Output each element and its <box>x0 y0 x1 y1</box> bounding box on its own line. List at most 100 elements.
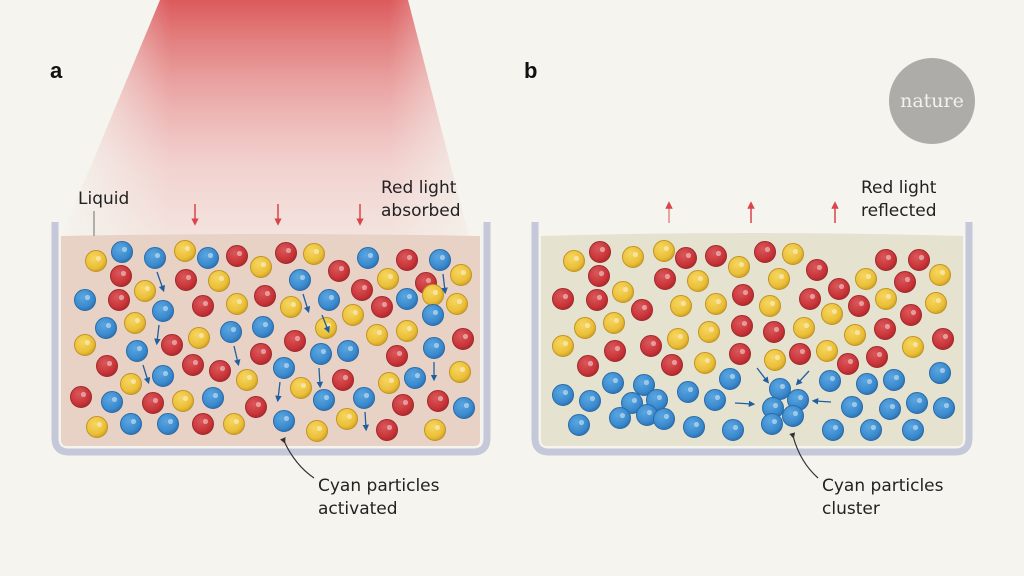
motion-arrow-icon <box>142 364 151 385</box>
cyan-particle <box>653 408 675 430</box>
red-particle <box>427 390 449 412</box>
yellow-particle <box>424 419 446 441</box>
liquid-label: Liquid <box>78 189 129 209</box>
yellow-particle <box>705 293 727 315</box>
motion-arrow-icon <box>756 367 769 384</box>
cyan-particle <box>719 368 741 390</box>
red-particle <box>328 260 350 282</box>
cyan-particle <box>933 397 955 419</box>
yellow-particle <box>134 280 156 302</box>
cyan-particle <box>422 304 444 326</box>
yellow-particle <box>764 349 786 371</box>
red-particle <box>110 265 132 287</box>
yellow-particle <box>622 246 644 268</box>
red-particle <box>371 296 393 318</box>
red-particle <box>654 268 676 290</box>
red-light-absorbed-label-line2: absorbed <box>381 201 461 221</box>
yellow-particle <box>315 317 337 339</box>
cyan-particle <box>429 249 451 271</box>
red-particle <box>175 269 197 291</box>
logo-circle <box>889 58 975 144</box>
red-particle <box>754 241 776 263</box>
yellow-particle <box>925 292 947 314</box>
panel-b-particles <box>552 240 955 441</box>
red-particle <box>932 328 954 350</box>
cyan-particle <box>453 397 475 419</box>
motion-arrow-icon <box>362 411 370 432</box>
red-particle <box>588 265 610 287</box>
red-particle <box>142 392 164 414</box>
red-particle <box>640 335 662 357</box>
cyan-particle <box>677 381 699 403</box>
red-particle <box>392 394 414 416</box>
motion-arrow-icon <box>316 367 324 389</box>
motion-arrow-icon <box>156 271 165 293</box>
red-particle <box>732 284 754 306</box>
red-particle <box>96 355 118 377</box>
red-particle <box>586 289 608 311</box>
cyan-activated-label-line2: activated <box>318 499 398 519</box>
cyan-particle <box>704 389 726 411</box>
red-particle <box>182 354 204 376</box>
panel-a-letter: a <box>50 58 63 83</box>
cyan-particle <box>310 343 332 365</box>
red-particle <box>351 279 373 301</box>
yellow-particle <box>124 312 146 334</box>
yellow-particle <box>667 328 689 350</box>
red-particle <box>386 345 408 367</box>
red-particle <box>192 413 214 435</box>
yellow-particle <box>306 420 328 442</box>
panel-b-container <box>531 222 973 456</box>
cyan-cluster-label-line1: Cyan particles <box>822 476 944 496</box>
yellow-particle <box>290 377 312 399</box>
yellow-particle <box>74 334 96 356</box>
yellow-particle <box>816 340 838 362</box>
cyan-particle <box>621 392 643 414</box>
cyan-particle <box>220 321 242 343</box>
cyan-particle <box>902 419 924 441</box>
yellow-particle <box>226 293 248 315</box>
yellow-particle <box>902 336 924 358</box>
motion-arrow-icon <box>811 397 832 405</box>
red-particle <box>332 369 354 391</box>
cyan-particle <box>423 337 445 359</box>
motion-arrow-icon <box>795 370 810 386</box>
red-particle <box>661 354 683 376</box>
cyan-particle <box>762 397 784 419</box>
activated-leader-arrow <box>280 437 315 479</box>
cyan-particle <box>761 413 783 435</box>
red-light-absorbed-label-line1: Red light <box>381 178 457 198</box>
red-particle <box>245 396 267 418</box>
red-particle <box>908 249 930 271</box>
yellow-particle <box>768 268 790 290</box>
yellow-particle <box>653 240 675 262</box>
red-particle <box>874 318 896 340</box>
yellow-particle <box>342 304 364 326</box>
reflected-light-arrows <box>665 201 839 223</box>
red-particle <box>675 247 697 269</box>
cyan-particle <box>552 384 574 406</box>
cyan-particle <box>95 317 117 339</box>
motion-arrow-icon <box>734 400 756 408</box>
cyan-particle <box>722 419 744 441</box>
red-particle <box>376 419 398 441</box>
nature-logo: nature <box>889 58 975 144</box>
yellow-particle <box>694 352 716 374</box>
cyan-particle <box>337 340 359 362</box>
cyan-particle <box>318 289 340 311</box>
yellow-particle <box>821 303 843 325</box>
cyan-particle <box>74 289 96 311</box>
cyan-particle <box>197 247 219 269</box>
red-particle <box>209 360 231 382</box>
red-particle <box>731 315 753 337</box>
yellow-particle <box>563 250 585 272</box>
cyan-particle <box>101 391 123 413</box>
yellow-particle <box>422 284 444 306</box>
cyan-particle <box>353 387 375 409</box>
cyan-particle <box>568 414 590 436</box>
red-particle <box>192 295 214 317</box>
yellow-particle <box>793 317 815 339</box>
cyan-particle <box>906 392 928 414</box>
incoming-light-arrows <box>191 204 364 226</box>
